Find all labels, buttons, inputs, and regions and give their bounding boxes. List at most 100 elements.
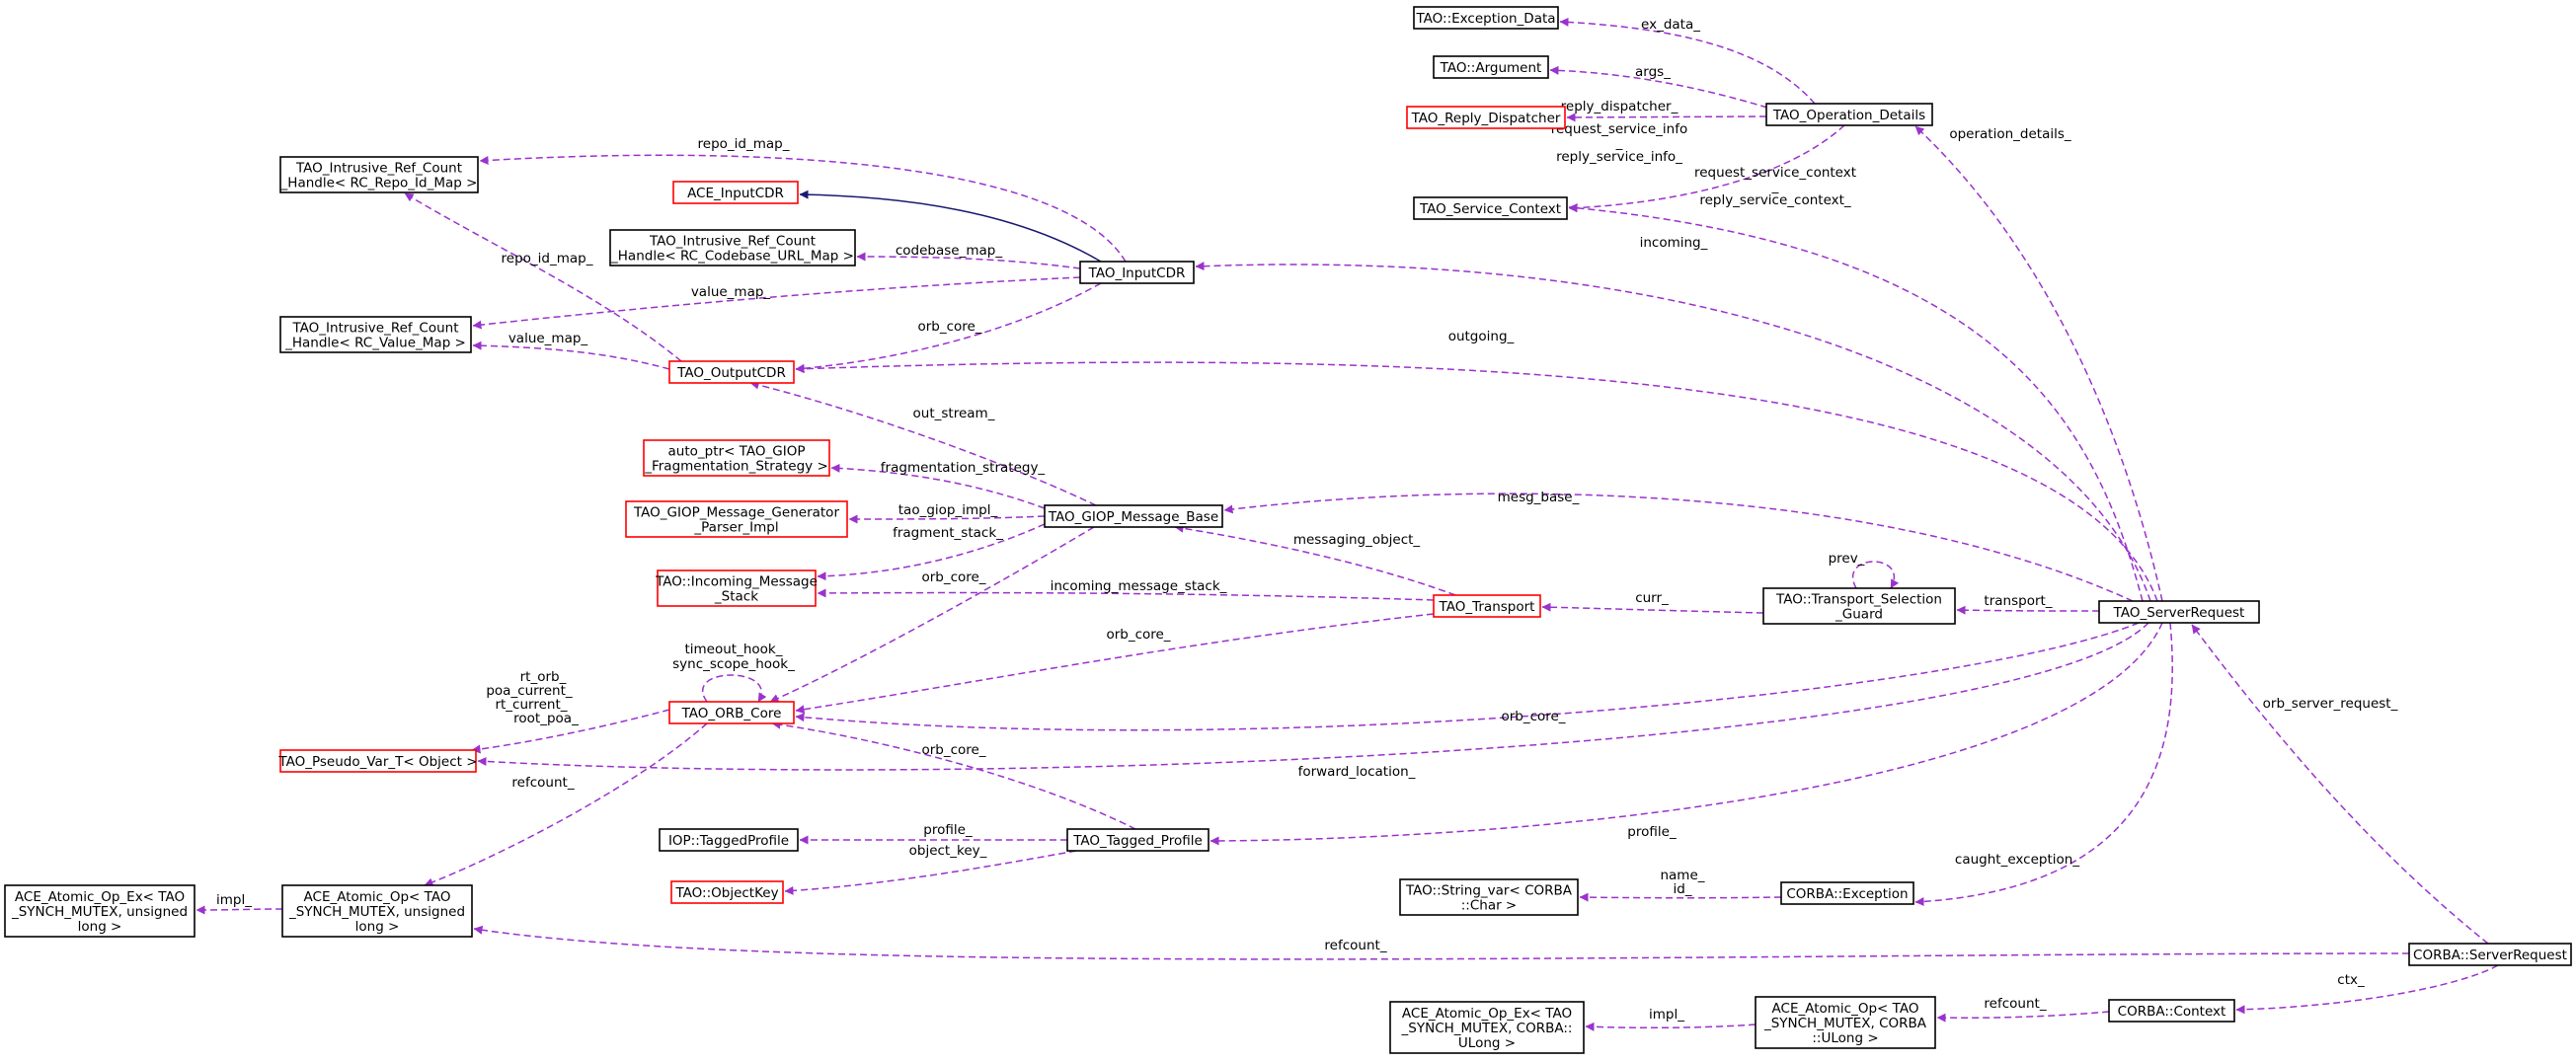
relation-label: orb_core_ [1106, 627, 1170, 643]
class-node-autoptr[interactable]: auto_ptr< TAO_GIOP_Fragmentation_Strateg… [643, 439, 830, 477]
relation-label: orb_core_ [917, 319, 981, 335]
relation-object-key: object_key_ [784, 843, 1077, 895]
class-node-aceinput[interactable]: ACE_InputCDR [672, 181, 799, 204]
relation-forward-location: forward_location_ [477, 622, 2149, 780]
class-name-line: _Stack [714, 589, 758, 605]
class-name-line: ::Char > [1461, 898, 1518, 914]
relation-reply-dispatcher: reply_dispatcher_ [1561, 99, 1767, 122]
usage-arrow [1914, 622, 2173, 906]
class-name-line: ULong > [1458, 1035, 1516, 1051]
class-node-tsguard[interactable]: TAO::Transport_Selection_Guard [1762, 587, 1956, 625]
class-node-orbcore[interactable]: TAO_ORB_Core [668, 701, 795, 724]
class-node-exdata[interactable]: TAO::Exception_Data [1413, 6, 1559, 30]
class-node-giopbase[interactable]: TAO_GIOP_Message_Base [1044, 504, 1223, 528]
relation-out-stream: out_stream_ [749, 380, 1097, 506]
class-node-argument[interactable]: TAO::Argument [1433, 55, 1549, 79]
usage-arrow [1852, 561, 1900, 589]
relation-value-map-out: value_map_ [472, 331, 670, 370]
relation-label: ex_data_ [1641, 17, 1700, 33]
usage-arrow [795, 622, 2140, 731]
relation-orb-core-input: orb_core_ [795, 282, 1102, 373]
class-node-replydisp[interactable]: TAO_Reply_Dispatcher [1406, 106, 1566, 129]
relation-refcount-core: refcount_ [424, 722, 708, 887]
class-name-line: TAO::Exception_Data [1415, 11, 1555, 27]
class-box [1389, 1001, 1585, 1054]
class-box [1079, 261, 1195, 284]
relation-label: reply_service_info_ [1556, 149, 1682, 165]
relation-label: orb_core_ [921, 742, 985, 758]
relation-profile-iop: profile_ [799, 822, 1067, 845]
class-node-atomicex2[interactable]: ACE_Atomic_Op_Ex< TAO_SYNCH_MUTEX, CORBA… [1389, 1001, 1585, 1054]
usage-arrow [471, 709, 670, 754]
class-node-atomic2[interactable]: ACE_Atomic_Op< TAO_SYNCH_MUTEX, CORBA::U… [1755, 996, 1936, 1049]
class-node-serverreq[interactable]: TAO_ServerRequest [2098, 600, 2260, 624]
class-box [279, 316, 472, 353]
class-name-line: TAO_ORB_Core [681, 706, 782, 721]
class-node-opdetails[interactable]: TAO_Operation_Details [1765, 103, 1933, 126]
relation-label: refcount_ [1324, 938, 1386, 953]
relation-fragment-stack: fragment_stack_ [817, 523, 1046, 581]
class-box [279, 749, 477, 773]
relation-label: incoming_ [1640, 235, 1708, 251]
class-node-pseudovar[interactable]: TAO_Pseudo_Var_T< Object > [277, 749, 478, 773]
class-box [668, 701, 795, 724]
class-name-line: TAO::Transport_Selection [1775, 592, 1942, 608]
class-node-ioptagged[interactable]: IOP::TaggedProfile [659, 828, 799, 852]
class-box [2408, 943, 2572, 966]
class-box [279, 156, 479, 193]
class-node-outputcdr[interactable]: TAO_OutputCDR [668, 360, 795, 384]
usage-arrow [1568, 124, 1845, 213]
class-box [1044, 504, 1223, 528]
relation-incoming: incoming_ [1195, 235, 2151, 602]
class-box [1433, 594, 1541, 618]
relation-orbcore-self: timeout_hook_sync_scope_hook_ [672, 642, 795, 703]
class-node-taggedprof[interactable]: TAO_Tagged_Profile [1066, 828, 1210, 852]
class-box [2108, 999, 2235, 1023]
class-name-line: _Parser_Impl [693, 520, 778, 536]
usage-arrow [1559, 17, 1816, 105]
class-node-atomicex1[interactable]: ACE_Atomic_Op_Ex< TAO_SYNCH_MUTEX, unsig… [4, 884, 195, 938]
class-node-taoinput[interactable]: TAO_InputCDR [1079, 261, 1195, 284]
class-name-line: _SYNCH_MUTEX, unsigned [288, 904, 465, 920]
class-name-line: TAO_Service_Context [1419, 201, 1561, 217]
class-name-line: CORBA::ServerRequest [2413, 948, 2567, 963]
class-name-line: TAO_Intrusive_Ref_Count [649, 234, 816, 250]
class-node-irchvalue[interactable]: TAO_Intrusive_Ref_Count_Handle< RC_Value… [279, 316, 472, 353]
class-node-corbasreq[interactable]: CORBA::ServerRequest [2408, 943, 2572, 966]
usage-arrow [856, 252, 1081, 269]
class-node-incmsg[interactable]: TAO::Incoming_Message_Stack [655, 569, 818, 607]
usage-arrow [1585, 1022, 1756, 1031]
class-node-irchrepo[interactable]: TAO_Intrusive_Ref_Count_Handle< RC_Repo_… [279, 156, 479, 193]
relation-label: repo_id_map_ [698, 136, 790, 152]
class-node-transport[interactable]: TAO_Transport [1433, 594, 1541, 618]
relation-label: profile_ [1627, 824, 1677, 840]
usage-arrow [1541, 602, 1764, 614]
relation-label: id_ [1673, 881, 1691, 897]
relation-label: request_service_context [1694, 165, 1856, 181]
class-name-line: _SYNCH_MUTEX, CORBA [1763, 1016, 1927, 1031]
class-node-stringvar[interactable]: TAO::String_var< CORBA::Char > [1399, 878, 1579, 916]
class-name-line: TAO_GIOP_Message_Base [1048, 509, 1218, 525]
class-node-atomic1[interactable]: ACE_Atomic_Op< TAO_SYNCH_MUTEX, unsigned… [281, 884, 473, 938]
usage-arrow [1195, 262, 2151, 602]
class-node-objectkey[interactable]: TAO::ObjectKey [670, 880, 784, 904]
relation-label: refcount_ [1984, 996, 2046, 1012]
class-node-svcctx[interactable]: TAO_Service_Context [1413, 196, 1568, 220]
relation-name-id: name_id_ [1579, 868, 1782, 902]
relation-repo-id-map-in: repo_id_map_ [479, 136, 1127, 263]
relation-impl-2: impl_ [1585, 1007, 1756, 1031]
class-node-corbaexc[interactable]: CORBA::Exception [1780, 881, 1914, 905]
usage-arrow [1223, 493, 2134, 602]
class-name-line: ACE_Atomic_Op< TAO [304, 889, 451, 905]
class-box [4, 884, 195, 938]
class-node-corbactx[interactable]: CORBA::Context [2108, 999, 2235, 1023]
usage-arrow [1566, 113, 1767, 122]
class-name-line: TAO_GIOP_Message_Generator [633, 505, 839, 521]
relation-label: object_key_ [909, 843, 987, 859]
class-node-msggen[interactable]: TAO_GIOP_Message_Generator_Parser_Impl [625, 500, 848, 538]
class-node-irchcode[interactable]: TAO_Intrusive_Ref_Count_Handle< RC_Codeb… [609, 229, 856, 266]
relation-label: rt_current_ [495, 697, 567, 713]
usage-arrow [795, 361, 2158, 602]
relation-repo-id-map-out: repo_id_map_ [404, 192, 682, 362]
class-box [1780, 881, 1914, 905]
